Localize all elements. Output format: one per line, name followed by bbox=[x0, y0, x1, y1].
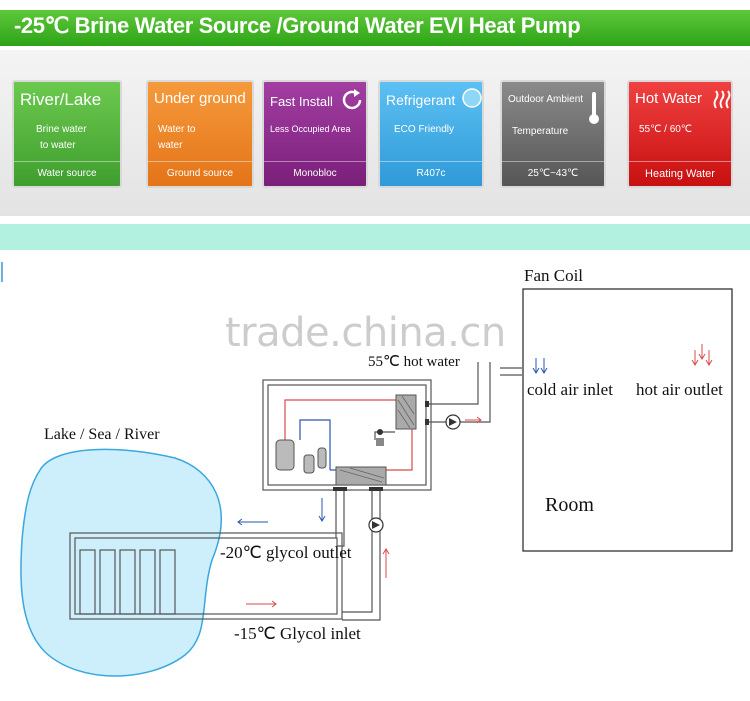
feature-footer: 25℃~43℃ bbox=[502, 161, 604, 186]
feature-title: Refrigerant bbox=[386, 92, 456, 108]
feature-desc: Temperature bbox=[512, 126, 569, 137]
feature-desc: Brine water bbox=[36, 124, 87, 135]
lake-shape bbox=[20, 448, 222, 677]
glycol-outlet-label: -20℃ glycol outlet bbox=[220, 543, 352, 562]
expansion-valve-icon bbox=[376, 429, 384, 446]
eco-badge-icon bbox=[462, 88, 482, 108]
condenser-icon bbox=[395, 394, 417, 430]
system-diagram bbox=[1, 262, 733, 677]
feature-desc: water bbox=[158, 140, 183, 151]
feature-card-outdoor-ambient: Outdoor Ambient Temperature 25℃~43℃ bbox=[500, 80, 606, 188]
refresh-icon bbox=[342, 89, 362, 110]
feature-footer: Monobloc bbox=[264, 161, 366, 186]
feature-card-hot-water: Hot Water 55℃ / 60℃ Heating Water bbox=[627, 80, 733, 188]
feature-card-fast-install: Fast Install Less Occupied Area Monobloc bbox=[262, 80, 368, 188]
glycol-pipes bbox=[335, 490, 381, 621]
hot-water-label: 55℃ hot water bbox=[368, 354, 460, 370]
feature-title: Fast Install bbox=[270, 94, 333, 109]
feature-card-refrigerant: Refrigerant ECO Friendly R407c bbox=[378, 80, 484, 188]
feature-row: River/Lake Brine water to water Water so… bbox=[0, 50, 750, 216]
feature-desc: ECO Friendly bbox=[394, 124, 455, 135]
room-box bbox=[522, 288, 733, 552]
lake-label: Lake / Sea / River bbox=[44, 426, 160, 443]
hot-water-pipes bbox=[426, 362, 522, 423]
flow-arrow-hot-water-out bbox=[465, 416, 482, 424]
cold-air-arrows bbox=[532, 358, 548, 374]
glycol-pump-icon bbox=[368, 517, 384, 533]
steam-icon bbox=[713, 90, 731, 109]
room-label: Room bbox=[545, 494, 594, 516]
evaporator-icon bbox=[335, 466, 387, 486]
hot-air-label: hot air outlet bbox=[636, 380, 723, 399]
feature-desc: Water to bbox=[158, 124, 196, 135]
feature-footer: Ground source bbox=[148, 161, 252, 186]
fan-coil-label: Fan Coil bbox=[524, 266, 584, 285]
water-pump-icon bbox=[445, 414, 461, 430]
feature-title: Hot Water bbox=[635, 90, 702, 107]
glycol-inlet-label: -15℃ Glycol inlet bbox=[234, 624, 361, 643]
compressor-icon bbox=[275, 439, 327, 474]
cold-air-label: cold air inlet bbox=[527, 380, 613, 399]
flow-arrow-glycol-outlet bbox=[237, 498, 326, 526]
feature-desc: to water bbox=[40, 140, 76, 151]
feature-title: Outdoor Ambient bbox=[508, 94, 584, 105]
thermometer-icon bbox=[589, 92, 599, 124]
flow-arrow-glycol-inlet bbox=[246, 548, 390, 608]
watermark: trade.china.cn bbox=[225, 310, 506, 356]
page-title: -25℃ Brine Water Source /Ground Water EV… bbox=[14, 13, 581, 38]
title-banner: -25℃ Brine Water Source /Ground Water EV… bbox=[0, 10, 750, 46]
section-divider bbox=[0, 224, 750, 250]
feature-desc: Less Occupied Area bbox=[270, 124, 351, 134]
feature-title: Under ground bbox=[154, 90, 246, 107]
pipe-connectors bbox=[333, 401, 429, 491]
feature-title: River/Lake bbox=[20, 90, 102, 109]
feature-footer: Water source bbox=[14, 161, 120, 186]
feature-footer: R407c bbox=[380, 161, 482, 186]
feature-card-river-lake: River/Lake Brine water to water Water so… bbox=[12, 80, 122, 188]
ground-loop-coil bbox=[69, 532, 343, 620]
feature-desc: 55℃ / 60℃ bbox=[639, 124, 693, 135]
hot-air-arrows bbox=[691, 344, 713, 366]
feature-footer: Heating Water bbox=[629, 161, 731, 186]
feature-card-under-ground: Under ground Water to water Ground sourc… bbox=[146, 80, 254, 188]
